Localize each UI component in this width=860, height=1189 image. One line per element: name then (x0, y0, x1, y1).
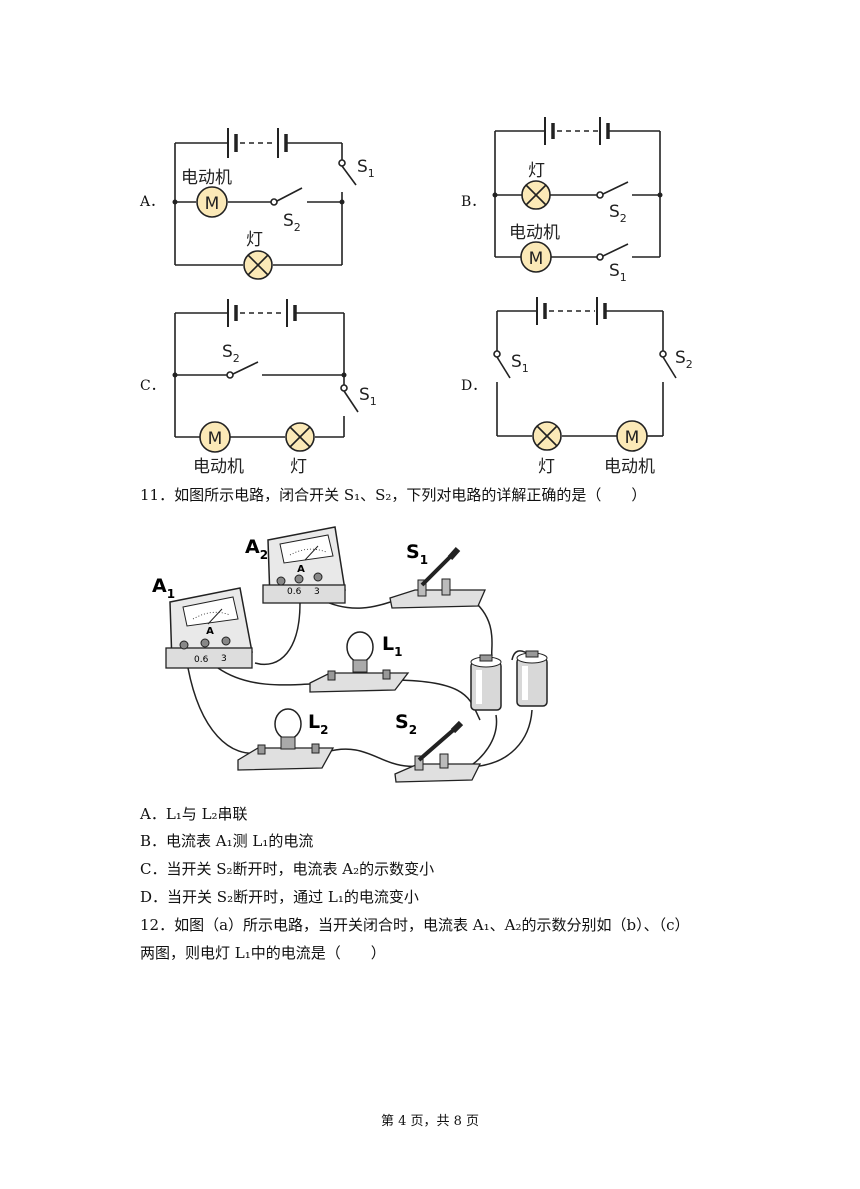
switch-label: S2 (675, 348, 693, 371)
lamp-label: 灯 (246, 230, 263, 250)
svg-text:0.6: 0.6 (194, 655, 209, 665)
question-11-stem: 11．如图所示电路，闭合开关 S₁、S₂，下列对电路的详解正确的是（ ） (140, 486, 647, 504)
switch-s1-label: S1 (406, 541, 428, 567)
battery-icon (470, 654, 502, 711)
question-12-line2: 两图，则电灯 L₁中的电流是（ ） (140, 944, 386, 962)
svg-text:A: A (206, 626, 214, 637)
option-label-a: A． (139, 194, 164, 210)
switch-s1: S1 (389, 541, 486, 609)
ammeter-a2: A 0.6 3 A2 (245, 526, 346, 604)
motor-icon: M (616, 420, 648, 452)
option-label-c: C． (140, 378, 165, 394)
switch-s2-label: S2 (395, 711, 417, 737)
ammeter-a1-label: A1 (152, 575, 175, 601)
motor-label: 电动机 (181, 168, 232, 188)
switch-label: S1 (359, 385, 377, 408)
page-footer: 第 4 页，共 8 页 (380, 1114, 480, 1129)
circuit-d (493, 297, 677, 437)
ammeter-a2-label: A2 (245, 536, 268, 562)
switch-label: S2 (609, 202, 627, 225)
q11-option-b: B．电流表 A₁测 L₁的电流 (140, 832, 314, 850)
bulb-l1-label: L1 (382, 633, 402, 659)
bulb-l2-label: L2 (308, 711, 328, 737)
circuit-c (174, 299, 359, 438)
lamp-icon (243, 250, 273, 280)
motor-label: 电动机 (193, 457, 244, 477)
switch-label: S2 (283, 211, 301, 234)
q11-option-c: C．当开关 S₂断开时，电流表 A₂的示数变小 (140, 860, 435, 878)
lamp-icon (532, 421, 562, 451)
svg-text:M: M (205, 194, 220, 214)
switch-s2: S2 (394, 711, 482, 783)
svg-text:A: A (297, 564, 305, 575)
junction-dots (172, 192, 663, 378)
q11-option-d: D．当开关 S₂断开时，通过 L₁的电流变小 (140, 888, 419, 906)
motor-icon: M (520, 241, 552, 273)
lamp-icon (285, 422, 315, 452)
svg-text:M: M (625, 428, 640, 448)
battery-icon (516, 650, 548, 707)
switch-label: S1 (609, 261, 627, 284)
motor-icon: M (199, 421, 231, 453)
svg-text:0.6: 0.6 (287, 587, 302, 597)
motor-label: 电动机 (509, 223, 560, 243)
lamp-icon (521, 180, 551, 210)
switch-label: S2 (222, 342, 240, 365)
svg-text:M: M (208, 429, 223, 449)
lamp-label: 灯 (290, 457, 307, 477)
svg-text:3: 3 (314, 587, 320, 597)
question-12-line1: 12．如图（a）所示电路，当开关闭合时，电流表 A₁、A₂的示数分别如（b）、（… (140, 916, 690, 934)
circuit-diagrams-figure: M M M M A． B． C． D． 电动机 灯 灯 电动机 电动机 灯 灯 … (139, 117, 693, 477)
svg-text:M: M (529, 249, 544, 269)
motor-label: 电动机 (604, 457, 655, 477)
option-label-b: B． (461, 194, 485, 210)
ammeter-a1: A 0.6 3 A1 (152, 575, 253, 669)
option-label-d: D． (461, 378, 486, 394)
switch-label: S1 (357, 157, 375, 180)
switch-label: S1 (511, 352, 529, 375)
bulb-l2: L2 (237, 708, 335, 771)
lamp-label: 灯 (538, 457, 555, 477)
physical-circuit-figure: A 0.6 3 A2 A 0.6 3 A1 S1 (152, 526, 548, 783)
lamp-label: 灯 (528, 161, 545, 181)
bulb-l1: L1 (309, 631, 410, 693)
motor-icon: M (196, 186, 228, 218)
svg-text:3: 3 (221, 654, 227, 664)
q11-option-a: A．L₁与 L₂串联 (140, 805, 248, 823)
